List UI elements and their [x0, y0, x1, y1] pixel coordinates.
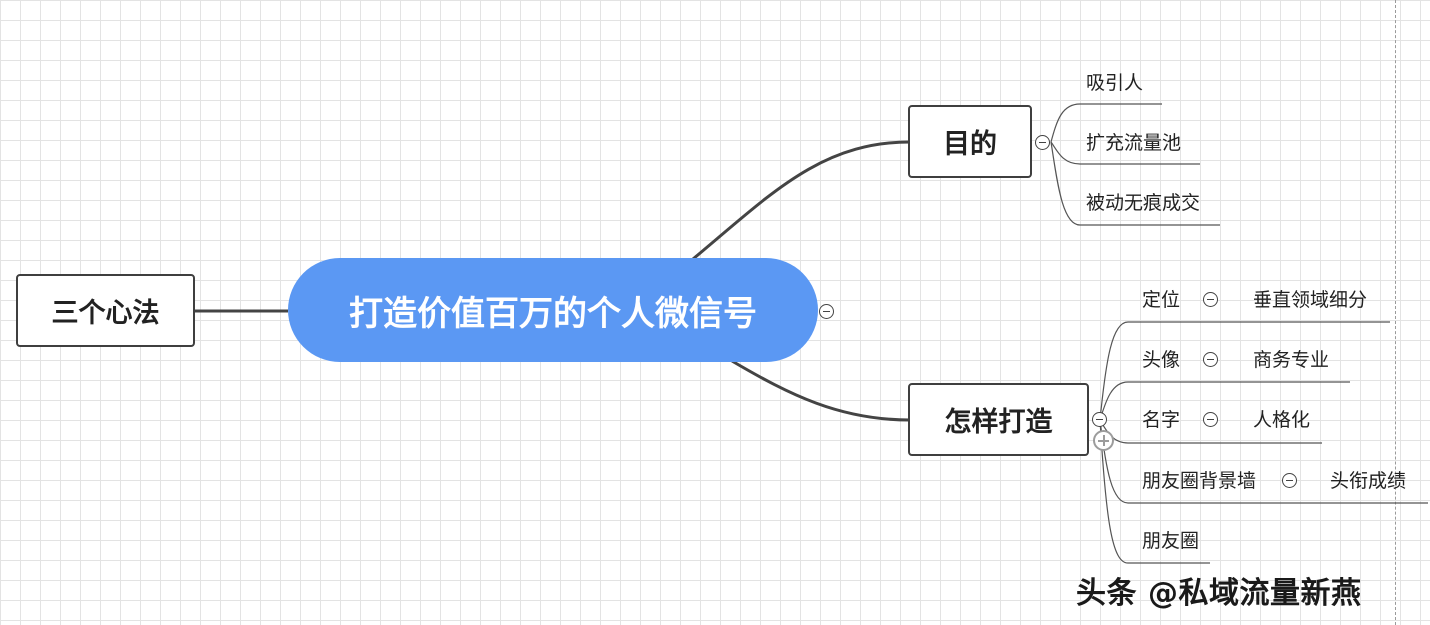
collapse-circle-icon[interactable] [1203, 292, 1218, 307]
how-subitem-personified[interactable]: 人格化 [1253, 409, 1311, 431]
collapse-circle-icon[interactable] [1092, 412, 1107, 427]
connector-how [731, 359, 911, 422]
central-topic[interactable]: 打造价值百万的个人微信号 [288, 258, 818, 362]
collapse-circle-icon[interactable] [1203, 412, 1218, 427]
purpose-item-expand-pool[interactable]: 扩充流量池 [1086, 132, 1182, 154]
page-boundary-line [1395, 0, 1396, 625]
how-item-name[interactable]: 名字 [1142, 409, 1181, 431]
topic-how-to-build-label: 怎样打造 [944, 407, 1053, 438]
grandchild-underlines [1240, 321, 1428, 504]
topic-purpose-label: 目的 [943, 129, 997, 160]
purpose-child-connectors [1050, 103, 1220, 226]
how-subitem-vertical-niche[interactable]: 垂直领域细分 [1253, 289, 1368, 311]
how-item-avatar[interactable]: 头像 [1142, 349, 1181, 371]
topic-how-to-build[interactable]: 怎样打造 [908, 383, 1089, 456]
connector-purpose [692, 140, 911, 261]
collapse-circle-icon[interactable] [1282, 473, 1297, 488]
purpose-item-attract[interactable]: 吸引人 [1086, 72, 1144, 94]
collapse-circle-icon[interactable] [1035, 135, 1050, 150]
collapse-circle-icon[interactable] [819, 304, 834, 319]
how-item-positioning[interactable]: 定位 [1142, 289, 1181, 311]
how-item-moments[interactable]: 朋友圈 [1142, 530, 1200, 552]
collapse-circle-icon[interactable] [1203, 352, 1218, 367]
how-subitem-business[interactable]: 商务专业 [1253, 349, 1330, 371]
topic-purpose[interactable]: 目的 [908, 105, 1032, 178]
how-subitem-titles-achievements[interactable]: 头衔成绩 [1330, 470, 1407, 492]
central-topic-label: 打造价值百万的个人微信号 [349, 293, 757, 334]
how-item-moments-cover[interactable]: 朋友圈背景墙 [1142, 470, 1257, 492]
add-circle-icon[interactable] [1093, 430, 1114, 451]
watermark-text: 头条 @私域流量新燕 [1076, 576, 1362, 611]
purpose-item-passive-deal[interactable]: 被动无痕成交 [1086, 192, 1201, 214]
topic-three-principles[interactable]: 三个心法 [16, 274, 195, 347]
topic-three-principles-label: 三个心法 [51, 298, 160, 329]
